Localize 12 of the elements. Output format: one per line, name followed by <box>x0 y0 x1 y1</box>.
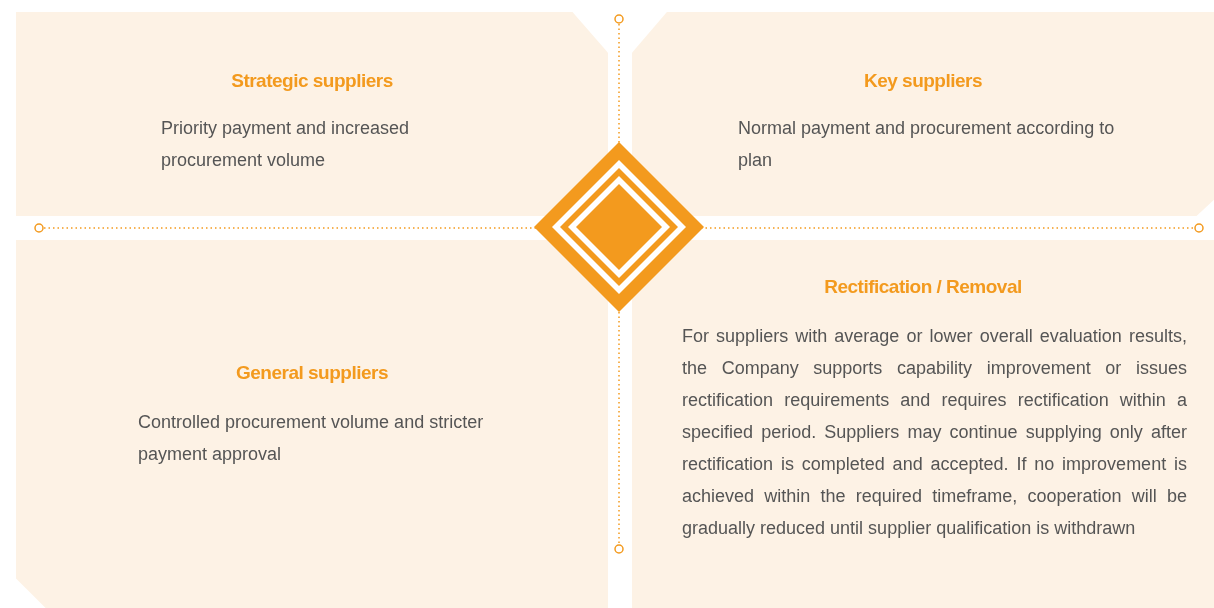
quadrant-panel <box>16 240 608 608</box>
panel-text: For suppliers with average or lower overall evaluation results, the Company supports capability improvement or issues rectification requirements and requires rectification within a specified period. Suppliers may continue supplying only after rectification is completed and accepted. If no improvement is achieved within the required timeframe, cooperation will be gradually reduced until supplier qualification is withdrawn <box>682 325 1187 540</box>
panel-heading: Rectification / Removal <box>824 276 1022 298</box>
panel-heading: Strategic suppliers <box>231 70 393 92</box>
quadrant-panel <box>16 12 608 216</box>
panel-text: Normal payment and procurement according to plan <box>738 117 1116 172</box>
quadrant-panel <box>632 12 1214 216</box>
panel-text: Priority payment and increased procurement volume <box>161 117 411 172</box>
quadrant-panel <box>632 240 1214 608</box>
panel-heading: Key suppliers <box>863 70 983 92</box>
panel-text: Controlled procurement volume and stricter payment approval <box>138 411 485 466</box>
panel-heading: General suppliers <box>236 362 388 384</box>
